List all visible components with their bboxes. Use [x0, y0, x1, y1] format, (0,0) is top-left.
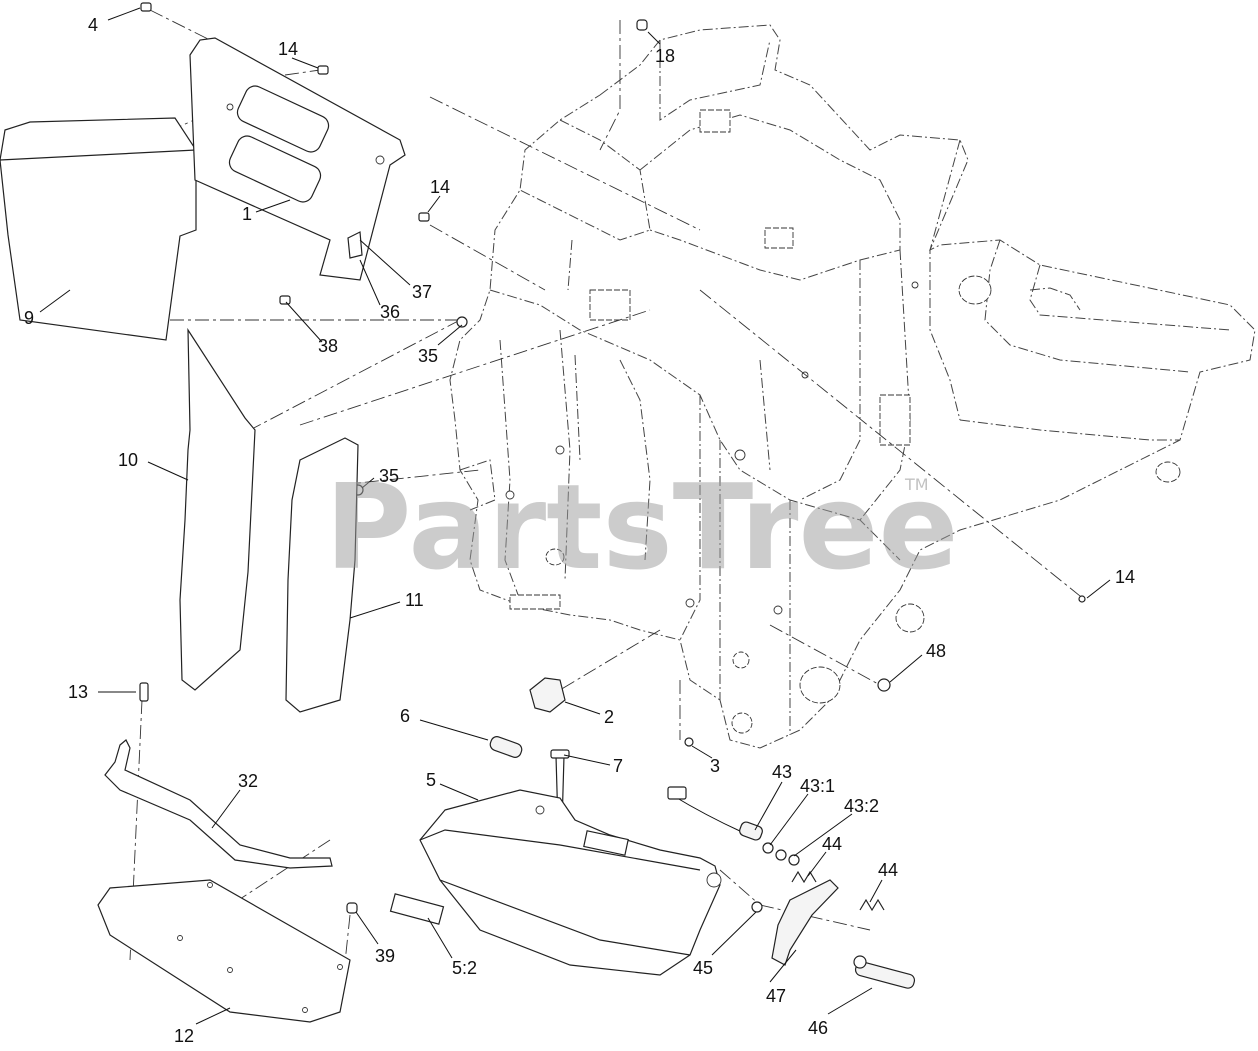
- part-44-spring-a: [791, 870, 817, 884]
- callout-32: 32: [238, 771, 258, 791]
- callout-4: 4: [88, 15, 98, 35]
- callout-11: 11: [405, 590, 424, 610]
- part-6-pin: [489, 736, 523, 758]
- callout-43-1: 43:1: [800, 776, 835, 796]
- part-47-pedal: [771, 879, 839, 966]
- callout-12: 12: [174, 1026, 194, 1046]
- watermark-brand: PartsTree: [325, 458, 959, 596]
- part-5-console: [419, 789, 722, 976]
- part-5-2-decal: [389, 893, 445, 925]
- part-44-spring-b: [859, 898, 885, 912]
- callout-38: 38: [318, 336, 338, 356]
- fasteners-top: [140, 2, 648, 496]
- part-9-edge: [0, 149, 197, 161]
- callout-35: 35: [418, 346, 438, 366]
- callout-35: 35: [379, 466, 399, 486]
- callout-labels: 4 14 18 14 1 37 36 38 35 9 10 35 11 14 4…: [24, 15, 1135, 1046]
- main-frame-phantom: [449, 24, 1256, 749]
- callout-2: 2: [604, 707, 614, 727]
- part-11-panel: [285, 437, 359, 713]
- part-43-switch: [667, 786, 800, 866]
- callout-leaders: [39, 7, 1111, 1025]
- callout-18: 18: [655, 46, 675, 66]
- part-1-bracket: [189, 37, 406, 281]
- callout-5-2: 5:2: [452, 958, 477, 978]
- part-10-panel: [179, 327, 256, 691]
- callout-37: 37: [412, 282, 432, 302]
- callout-13: 13: [68, 682, 88, 702]
- part-7-head: [550, 749, 570, 759]
- callout-14: 14: [1115, 567, 1135, 587]
- watermark-trademark: TM: [904, 475, 929, 494]
- callout-44: 44: [878, 860, 898, 880]
- callout-6: 6: [400, 706, 410, 726]
- callout-45: 45: [693, 958, 713, 978]
- callout-46: 46: [808, 1018, 828, 1038]
- callout-3: 3: [710, 756, 720, 776]
- callout-36: 36: [380, 302, 400, 322]
- callout-47: 47: [766, 986, 786, 1006]
- callout-10: 10: [118, 450, 138, 470]
- callout-44: 44: [822, 834, 842, 854]
- callout-1: 1: [242, 204, 252, 224]
- part-46-pin: [853, 955, 916, 989]
- callout-5: 5: [426, 770, 436, 790]
- callout-14: 14: [278, 39, 298, 59]
- part-2-knob: [529, 677, 566, 713]
- part-9-pad: [0, 117, 197, 341]
- callout-43: 43: [772, 762, 792, 782]
- callout-7: 7: [613, 756, 623, 776]
- callout-48: 48: [926, 641, 946, 661]
- callout-14: 14: [430, 177, 450, 197]
- part-32-linkage: [104, 739, 333, 869]
- callout-9: 9: [24, 308, 34, 328]
- assembly-lines: [99, 9, 1086, 1011]
- callout-43-2: 43:2: [844, 796, 879, 816]
- fasteners-lower: [139, 595, 1086, 914]
- callout-39: 39: [375, 946, 395, 966]
- part-12-plate: [97, 879, 351, 1023]
